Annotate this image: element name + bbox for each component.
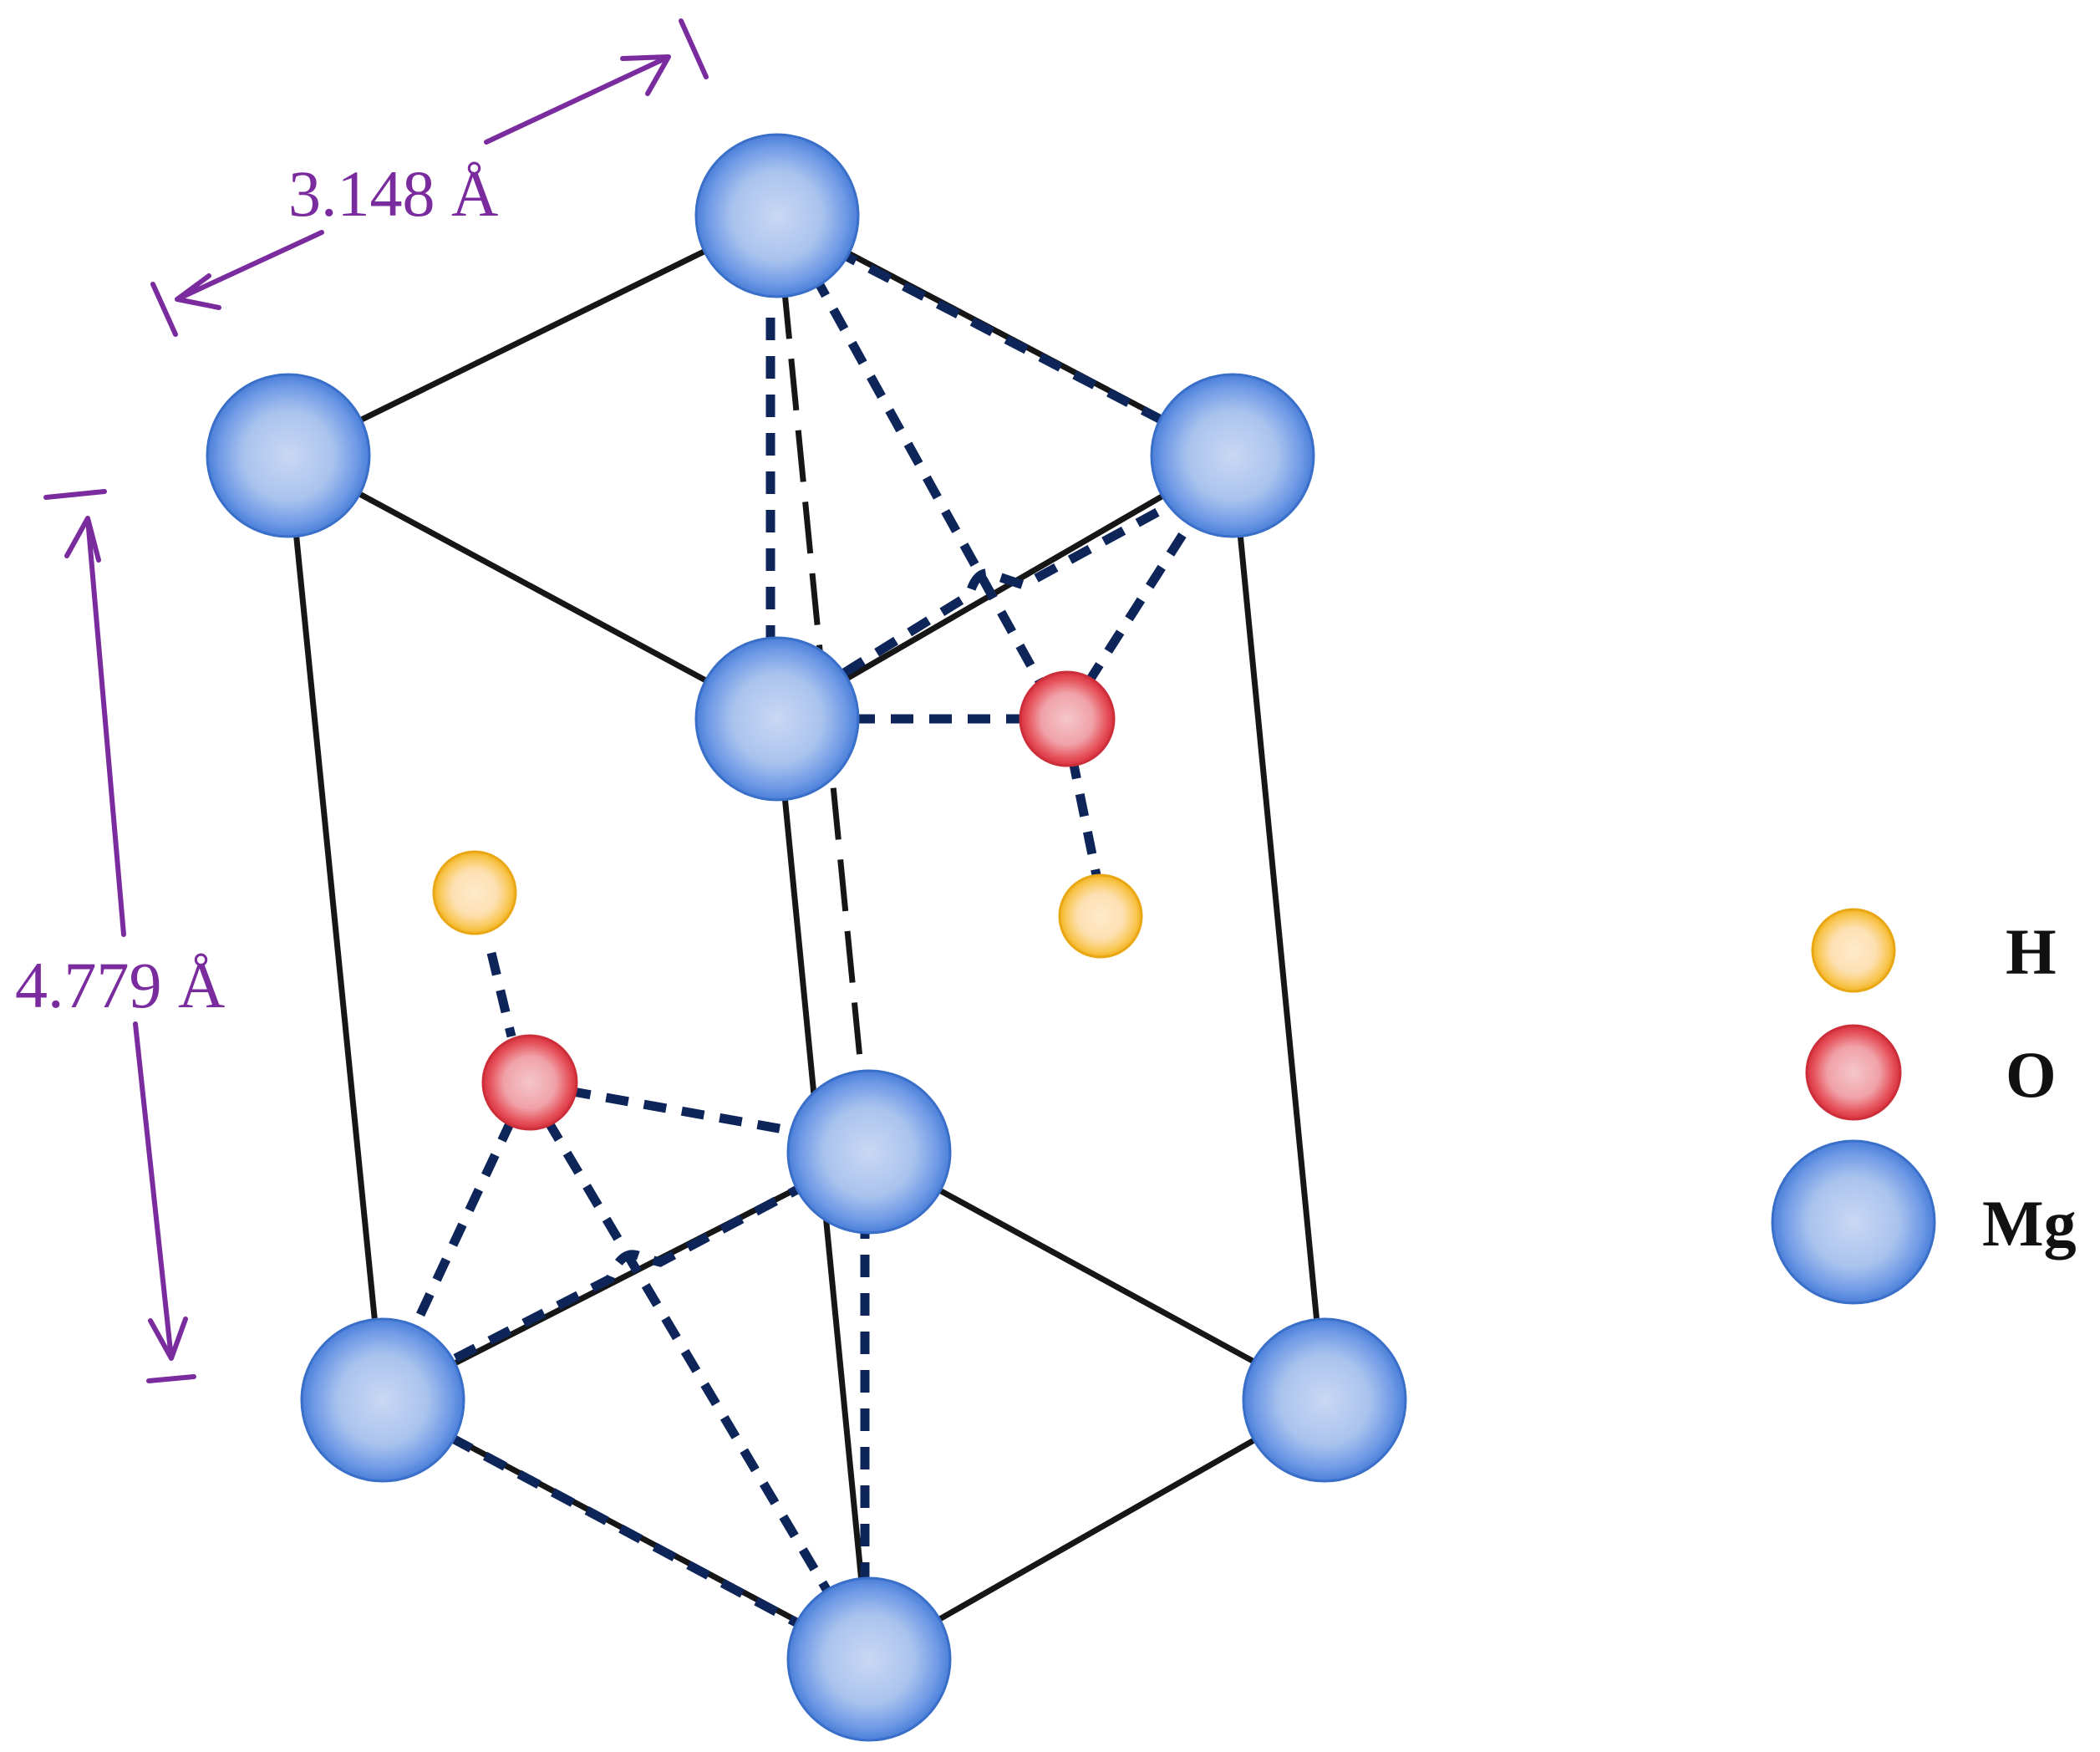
bond-mg-mg	[833, 247, 1168, 426]
legend-h-label: H	[2006, 915, 2057, 988]
o-atom	[1019, 670, 1116, 767]
cell-edge	[774, 452, 1236, 722]
legend-o-swatch	[1805, 1024, 1902, 1121]
bond-mg-mg	[842, 506, 1164, 677]
legend-h-swatch	[1811, 908, 1896, 993]
dimension-c: 4.779 Å	[15, 489, 225, 1383]
bond-mg-o	[567, 1086, 803, 1138]
mg-atom	[206, 373, 371, 538]
mg-atom	[1150, 373, 1315, 538]
dimension-arrow	[175, 230, 324, 310]
dimension-arrow	[484, 54, 671, 145]
mg-atom	[300, 1317, 465, 1483]
dimension-tick	[150, 282, 178, 337]
mg-atom	[694, 133, 860, 298]
dimension-tick	[146, 1374, 196, 1383]
bond-o-h	[486, 951, 516, 1038]
cell-edge	[285, 212, 781, 459]
o-atom	[481, 1034, 578, 1131]
bond-o-h	[1067, 755, 1102, 881]
mg-atom	[786, 1069, 952, 1235]
legend: H O Mg	[1771, 908, 2077, 1305]
bond-mg-o	[1082, 532, 1187, 688]
bond-mg-o	[409, 1118, 516, 1332]
legend-o-label: O	[2006, 1038, 2057, 1111]
legend-mg-swatch	[1771, 1139, 1936, 1305]
legend-mg-label: Mg	[1982, 1187, 2077, 1260]
h-atom	[432, 850, 517, 935]
dimension-tick	[43, 489, 107, 500]
mg-atom	[786, 1576, 952, 1742]
mg-atom	[1242, 1317, 1407, 1483]
bond-mg-o	[811, 273, 1053, 700]
mg-atom	[694, 636, 860, 802]
cell-edge	[1229, 452, 1328, 1403]
cell-edge	[285, 452, 781, 722]
dimension-arrow	[64, 516, 126, 937]
bonds	[409, 247, 1187, 1630]
dimension-arrow	[133, 1021, 188, 1361]
dimension-a: 3.148 Å	[150, 18, 709, 337]
atoms	[206, 133, 1407, 1742]
dimension-a-label: 3.148 Å	[288, 157, 498, 230]
cell-edge	[866, 1148, 1328, 1403]
cell-edge	[285, 452, 386, 1403]
dimension-tick	[679, 18, 709, 79]
h-atom	[1058, 873, 1143, 959]
dimension-c-label: 4.779 Å	[15, 949, 225, 1021]
bond-mg-mg	[449, 1434, 805, 1630]
cell-edge	[866, 1397, 1328, 1663]
bond-mg-mg	[453, 1183, 805, 1362]
bond-mg-o	[543, 1118, 840, 1607]
